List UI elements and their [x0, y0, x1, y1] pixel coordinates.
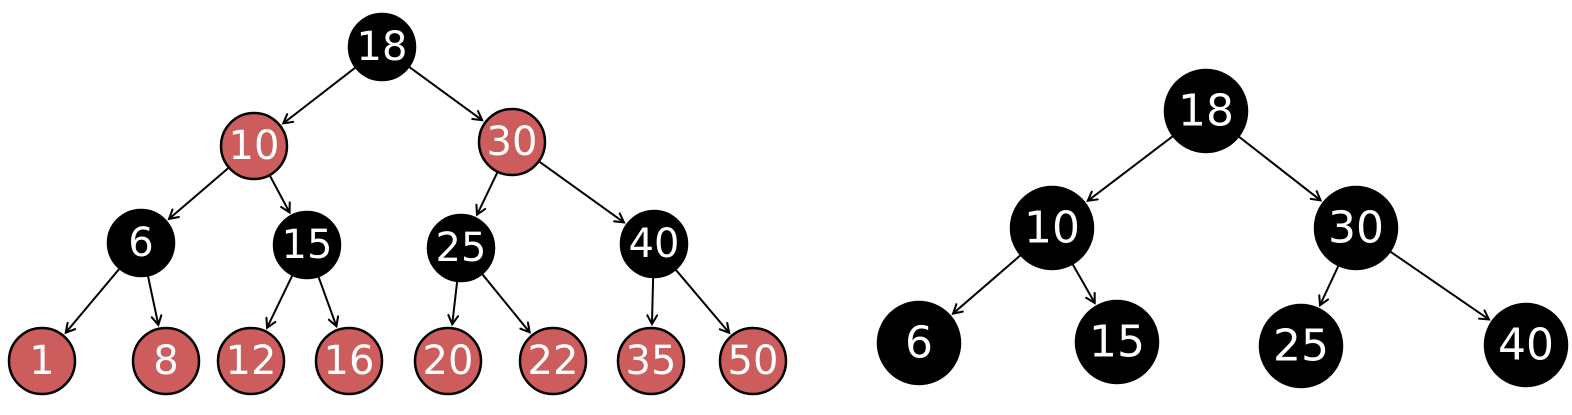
node-circle: [619, 209, 689, 279]
plain-binary-tree-node-15: 15: [1074, 299, 1160, 385]
node-circle: [1009, 185, 1095, 271]
red-black-tree-edge-30-40: [537, 159, 626, 224]
plain-binary-tree-node-18: 18: [1163, 68, 1249, 154]
red-black-tree-node-22: 22: [518, 326, 588, 396]
plain-binary-tree-node-25: 25: [1258, 303, 1344, 389]
node-circle: [1163, 68, 1249, 154]
plain-binary-tree-node-6: 6: [876, 300, 962, 386]
node-circle: [272, 210, 342, 280]
red-black-tree-edge-25-22: [480, 272, 531, 334]
red-black-tree-node-12: 12: [216, 326, 286, 396]
plain-binary-tree: 18 10 30 6 15 25 40: [876, 68, 1569, 389]
plain-binary-tree-edge-18-30: [1236, 134, 1323, 202]
red-black-tree-edge-10-6: [167, 166, 231, 221]
red-black-tree-edge-18-30: [407, 65, 484, 122]
red-black-tree-node-10: 10: [219, 111, 289, 181]
red-black-tree-edge-40-50: [673, 267, 731, 335]
red-black-tree-edge-15-12: [265, 273, 294, 330]
plain-binary-tree-edge-18-10: [1086, 134, 1175, 203]
red-black-tree-node-35: 35: [616, 326, 686, 396]
red-black-tree-node-50: 50: [718, 326, 788, 396]
red-black-tree-node-20: 20: [413, 326, 483, 396]
node-circle: [1483, 302, 1569, 388]
red-black-tree-node-1: 1: [7, 326, 77, 396]
red-black-tree-node-6: 6: [106, 208, 176, 278]
red-black-tree-edge-6-1: [64, 266, 122, 335]
red-black-tree-node-16: 16: [314, 326, 384, 396]
red-black-tree-node-40: 40: [619, 209, 689, 279]
node-circle: [219, 111, 289, 181]
red-black-tree-node-18: 18: [347, 12, 417, 82]
node-circle: [106, 208, 176, 278]
red-black-tree-edge-30-25: [475, 170, 500, 217]
node-circle: [347, 12, 417, 82]
red-black-tree-edge-10-15: [268, 173, 291, 215]
node-circle: [314, 326, 384, 396]
node-circle: [518, 326, 588, 396]
plain-binary-tree-edge-10-15: [1070, 262, 1096, 305]
plain-binary-tree-edge-30-25: [1318, 263, 1341, 308]
node-circle: [1258, 303, 1344, 389]
node-circle: [616, 326, 686, 396]
node-circle: [876, 300, 962, 386]
red-black-tree-edge-18-10: [281, 65, 358, 125]
plain-binary-tree-edge-30-40: [1388, 249, 1491, 321]
red-black-tree-node-30: 30: [477, 107, 547, 177]
plain-binary-tree-edge-10-6: [951, 253, 1023, 315]
red-black-tree-node-15: 15: [272, 210, 342, 280]
node-circle: [216, 326, 286, 396]
red-black-tree-node-8: 8: [131, 326, 201, 396]
node-circle: [718, 326, 788, 396]
plain-binary-tree-node-10: 10: [1009, 185, 1095, 271]
red-black-tree-edge-25-20: [447, 279, 460, 327]
node-circle: [477, 107, 547, 177]
red-black-tree-edge-6-8: [146, 274, 163, 327]
node-circle: [413, 326, 483, 396]
node-circle: [426, 213, 496, 283]
node-circle: [131, 326, 201, 396]
plain-binary-tree-node-40: 40: [1483, 302, 1569, 388]
node-circle: [1074, 299, 1160, 385]
red-black-tree-edge-40-35: [646, 275, 659, 327]
red-black-tree-node-25: 25: [426, 213, 496, 283]
node-circle: [1313, 185, 1399, 271]
red-black-tree-edge-15-16: [316, 274, 340, 329]
plain-binary-tree-node-30: 30: [1313, 185, 1399, 271]
node-circle: [7, 326, 77, 396]
